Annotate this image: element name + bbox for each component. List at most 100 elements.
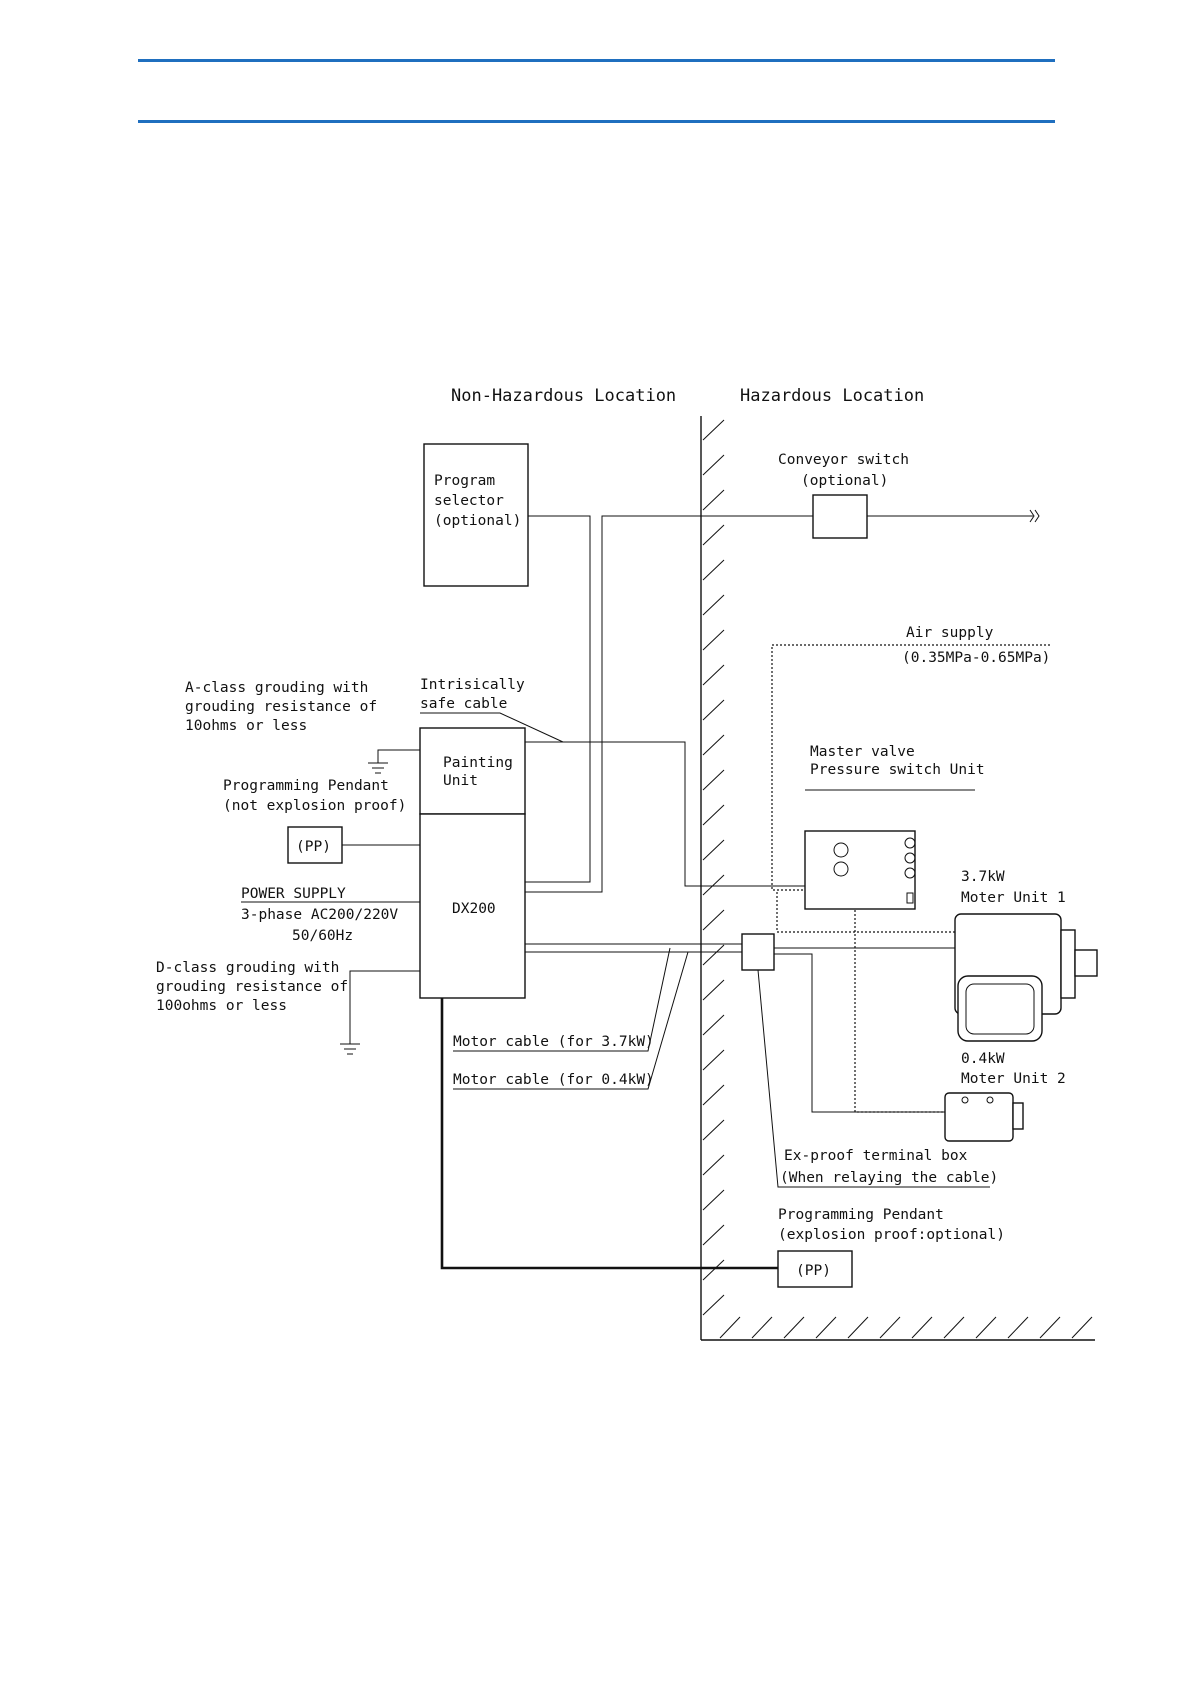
floor-hatch-mark bbox=[815, 1316, 837, 1339]
intrinsic-safe-cable bbox=[525, 741, 805, 887]
d-class-ground-wire bbox=[349, 970, 420, 1044]
hazardous-boundary-wall bbox=[700, 416, 1095, 1341]
program-selector-label-2: selector bbox=[434, 493, 504, 509]
d-class-ground-label-1: D-class grouding with bbox=[156, 960, 339, 976]
conveyor-switch-label-2: (optional) bbox=[801, 473, 888, 489]
wall-hatch-mark bbox=[702, 839, 725, 861]
wall-hatch-mark bbox=[702, 1154, 725, 1176]
motor-2-power-cable bbox=[774, 953, 945, 1113]
power-supply-label-3: 50/60Hz bbox=[292, 928, 353, 944]
a-class-ground-label-1: A-class grouding with bbox=[185, 680, 368, 696]
floor-hatch-mark bbox=[719, 1316, 741, 1339]
conveyor-switch-label-1: Conveyor switch bbox=[778, 452, 909, 468]
intrinsic-cable-label-2: safe cable bbox=[420, 696, 507, 712]
wall-hatch-mark bbox=[702, 1189, 725, 1211]
header-rule-top bbox=[138, 59, 1055, 62]
a-class-ground-label-3: 10ohms or less bbox=[185, 718, 307, 734]
a-class-ground-label-2: grouding resistance of bbox=[185, 699, 377, 715]
hazardous-location-label: Hazardous Location bbox=[740, 386, 924, 406]
wall-hatch-mark bbox=[702, 874, 725, 896]
motor-cable-1-leader bbox=[453, 947, 671, 1052]
wall-hatch-mark bbox=[702, 1294, 725, 1316]
master-valve-label-1: Master valve bbox=[810, 744, 915, 760]
floor-hatch-mark bbox=[783, 1316, 805, 1339]
floor-hatch-mark bbox=[751, 1316, 773, 1339]
motor-1-label-1: 3.7kW bbox=[961, 869, 1005, 885]
wall-hatch-mark bbox=[702, 1119, 725, 1141]
painting-unit-label-2: Unit bbox=[443, 773, 478, 789]
wall-hatch-mark bbox=[702, 489, 725, 511]
painting-unit-box: Painting Unit bbox=[419, 727, 526, 815]
wall-hatch-mark bbox=[702, 1259, 725, 1281]
d-class-ground-label-2: grouding resistance of bbox=[156, 979, 348, 995]
wall-hatch-mark bbox=[702, 1049, 725, 1071]
wall-hatch-mark bbox=[702, 664, 725, 686]
dx200-label: DX200 bbox=[452, 901, 496, 917]
master-valve-unit bbox=[804, 830, 916, 910]
terminal-box-label-2: (When relaying the cable) bbox=[780, 1170, 998, 1186]
wall-hatch-mark bbox=[702, 1224, 725, 1246]
motor-cable-2-label: Motor cable (for 0.4kW) bbox=[453, 1072, 654, 1088]
wall-hatch-mark bbox=[702, 979, 725, 1001]
wall-hatch-mark bbox=[702, 1084, 725, 1106]
terminal-box-leader bbox=[757, 969, 990, 1188]
wall-hatch-mark bbox=[702, 909, 725, 931]
pendant-right-box: (PP) bbox=[777, 1250, 853, 1288]
air-supply-line bbox=[771, 644, 1050, 891]
pendant-right-label-1: Programming Pendant bbox=[778, 1207, 944, 1223]
wall-hatch-mark bbox=[702, 769, 725, 791]
air-supply-label-1: Air supply bbox=[906, 625, 994, 641]
air-line-motor-2 bbox=[854, 910, 945, 1113]
wall-hatch-mark bbox=[702, 629, 725, 651]
painting-unit-label-1: Painting bbox=[443, 755, 513, 771]
wall-hatch-mark bbox=[702, 699, 725, 721]
wall-hatch-mark bbox=[702, 594, 725, 616]
wall-hatch-mark bbox=[702, 419, 725, 441]
motor-unit-2 bbox=[944, 1092, 1024, 1142]
floor-hatch-mark bbox=[1071, 1316, 1093, 1339]
intrinsic-cable-leader bbox=[420, 712, 564, 743]
floor-hatch-mark bbox=[1007, 1316, 1029, 1339]
floor-hatch-mark bbox=[911, 1316, 933, 1339]
pendant-left-label-2: (not explosion proof) bbox=[223, 798, 406, 814]
pendant-left-label-1: Programming Pendant bbox=[223, 778, 389, 794]
motor-cable-2-leader bbox=[453, 951, 689, 1090]
program-selector-label-1: Program bbox=[434, 473, 495, 489]
terminal-box-label-1: Ex-proof terminal box bbox=[784, 1148, 968, 1164]
floor-hatch-mark bbox=[975, 1316, 997, 1339]
pendant-right-cable bbox=[440, 998, 778, 1270]
floor-hatch-mark bbox=[847, 1316, 869, 1339]
power-supply-label-2: 3-phase AC200/220V bbox=[241, 907, 398, 923]
program-selector-label-3: (optional) bbox=[434, 513, 521, 529]
wall-hatch-mark bbox=[702, 559, 725, 581]
pendant-right-label-2: (explosion proof:optional) bbox=[778, 1227, 1005, 1243]
ground-symbol-a bbox=[368, 762, 388, 774]
motor-2-label-1: 0.4kW bbox=[961, 1051, 1005, 1067]
header-rule-bottom bbox=[138, 120, 1055, 123]
wall-hatch-mark bbox=[702, 804, 725, 826]
program-selector-box: Program selector (optional) bbox=[423, 443, 529, 587]
wall-hatch-mark bbox=[702, 454, 725, 476]
pendant-left-box: (PP) bbox=[287, 826, 343, 864]
dx200-controller-box: DX200 bbox=[419, 813, 526, 999]
wall-hatch-mark bbox=[702, 1014, 725, 1036]
wall-hatch-mark bbox=[702, 944, 725, 966]
a-class-ground-wire bbox=[377, 749, 420, 763]
floor-hatch-mark bbox=[943, 1316, 965, 1339]
air-supply-label-2: (0.35MPa-0.65MPa) bbox=[902, 650, 1050, 666]
cable-break-symbol bbox=[1029, 509, 1040, 523]
ex-proof-terminal-box bbox=[741, 933, 775, 971]
wall-hatch-mark bbox=[702, 524, 725, 546]
motor-unit-1 bbox=[954, 913, 1098, 1042]
pendant-left-box-label: (PP) bbox=[296, 839, 331, 855]
pendant-right-box-label: (PP) bbox=[796, 1263, 831, 1279]
ground-symbol-d bbox=[340, 1043, 360, 1055]
program-selector-cable bbox=[525, 515, 591, 883]
master-valve-label-2: Pressure switch Unit bbox=[810, 762, 985, 778]
air-line-motor-1 bbox=[776, 892, 955, 933]
motor-cable-1-label: Motor cable (for 3.7kW) bbox=[453, 1034, 654, 1050]
non-hazardous-location-label: Non-Hazardous Location bbox=[451, 386, 676, 406]
power-supply-label-1: POWER SUPPLY bbox=[241, 886, 346, 902]
floor-hatch-mark bbox=[1039, 1316, 1061, 1339]
